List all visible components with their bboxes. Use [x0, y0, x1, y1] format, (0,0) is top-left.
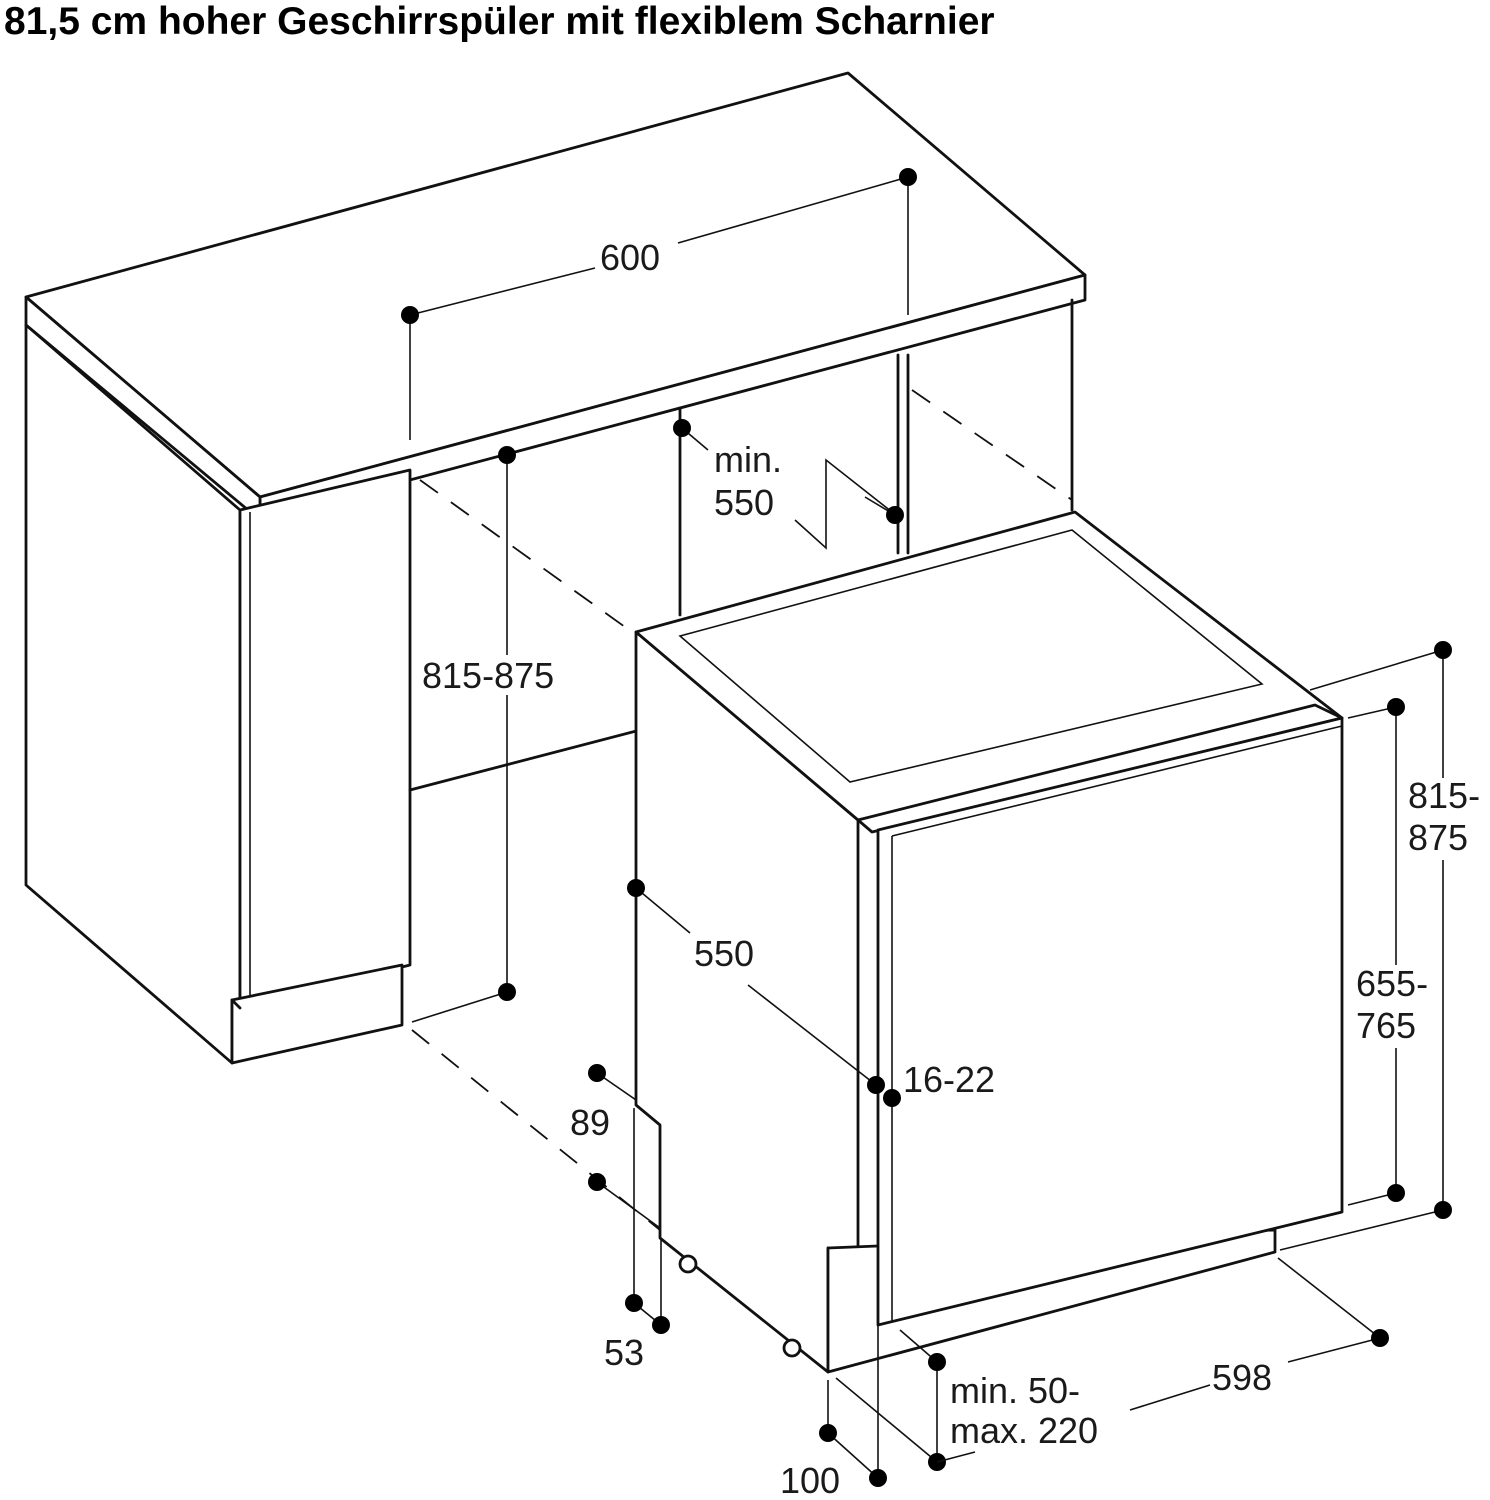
dimension-lines [401, 168, 1452, 1487]
label-appliance-depth: 550 [694, 933, 754, 974]
dimension-labels: 600 min. 550 815-875 815- 875 655- 765 5… [422, 237, 1480, 1500]
dishwasher-top-recess [678, 529, 1264, 783]
label-total-height-2: 875 [1408, 817, 1468, 858]
label-door-thickness: 16-22 [903, 1059, 995, 1100]
dishwasher-door [876, 716, 1344, 1327]
label-niche-height: 815-875 [422, 655, 554, 696]
kitchen-cabinet [24, 71, 1087, 1231]
label-total-height-1: 815- [1408, 775, 1480, 816]
cabinet-front-panel [238, 468, 412, 1010]
label-door-height-2: 765 [1356, 1005, 1416, 1046]
page-title: 81,5 cm hoher Geschirrspüler mit flexibl… [4, 0, 995, 43]
label-niche-width: 600 [600, 237, 660, 278]
cabinet-plinth [230, 963, 404, 1065]
label-door-height-1: 655- [1356, 963, 1428, 1004]
front-foot [678, 1254, 698, 1274]
label-plinth-gap-max: max. 220 [950, 1410, 1098, 1451]
label-appliance-width: 598 [1212, 1357, 1272, 1398]
niche-back-bottom [408, 728, 642, 792]
rear-foot [782, 1338, 802, 1358]
dishwasher [634, 458, 1344, 1374]
label-niche-depth-value: 550 [714, 482, 774, 523]
label-plinth-depth: 100 [780, 1460, 840, 1500]
label-plinth-height: 89 [570, 1102, 610, 1143]
label-niche-depth-min: min. [714, 439, 782, 480]
label-foot-offset: 53 [604, 1332, 644, 1373]
label-plinth-gap-min: min. 50- [950, 1370, 1080, 1411]
break-symbol [794, 458, 893, 550]
